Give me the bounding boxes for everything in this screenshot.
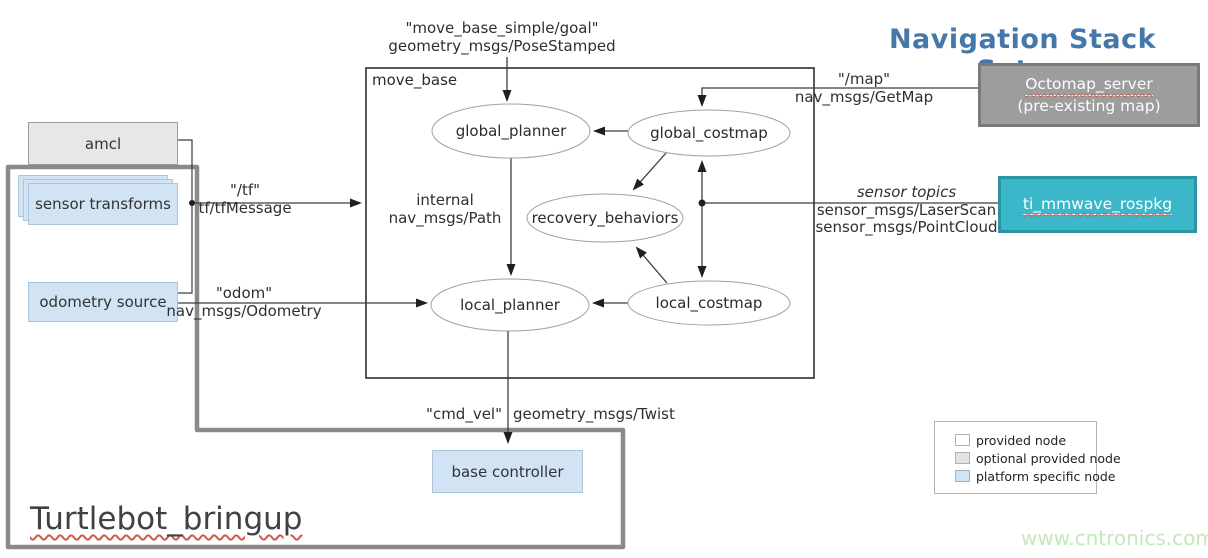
tf-topic-type: tf/tfMessage [198,198,292,217]
cmdvel-topic-type: geometry_msgs/Twist [513,405,675,423]
node-local-planner-ellipse [430,278,590,332]
global-planner-label: global_planner [455,122,567,140]
map-topic-name: "/map" [837,70,891,88]
tf-topic-name: "/tf" [229,181,260,199]
turtlebot-bringup-group-border [5,164,626,550]
goal-topic-type: geometry_msgs/PoseStamped [388,36,616,55]
sensor-transforms-node: sensor transforms [28,183,178,225]
odometry-source-node: odometry source [28,282,178,322]
octomap-server-node: Octomap_server (pre-existing map) [978,63,1200,127]
node-global-planner-ellipse [431,103,591,159]
legend-swatch-provided [955,434,970,446]
edge-map-to-global-costmap [697,87,978,107]
recovery-behaviors-label: recovery_behaviors [531,209,679,227]
legend-label-optional: optional provided node [976,450,1121,466]
legend-swatch-optional [955,452,970,464]
sensor-topics-label: sensor topics sensor_msgs/LaserScan sens… [815,183,998,237]
sensor-topic-type-laserscan: sensor_msgs/LaserScan [816,200,997,219]
internal-label-line2: nav_msgs/Path [388,208,502,227]
legend: provided node optional provided node pla… [934,421,1121,494]
goal-topic-label: "move_base_simple/goal" geometry_msgs/Po… [377,19,627,55]
base-controller-label: base controller [451,462,564,481]
junction-dot-sensor [698,199,706,207]
odometry-source-label: odometry source [39,293,167,311]
legend-row-platform: platform specific node [955,467,1115,485]
odom-topic-name: "odom" [215,284,273,302]
local-planner-label: local_planner [460,296,560,314]
connector-amcl-odometry-tf [177,139,193,294]
goal-topic-name: "move_base_simple/goal" [405,19,599,37]
legend-row-optional: optional provided node [955,449,1121,467]
sensor-transforms-label: sensor transforms [35,195,171,213]
legend-row-provided: provided node [955,431,1096,449]
ti-mmwave-rospkg-node: ti_mmwave_rospkg [998,176,1197,233]
sensor-topics-title: sensor topics [856,183,957,201]
legend-label-provided: provided node [976,432,1067,448]
turtlebot-bringup-label: Turtlebot_bringup [30,501,303,537]
edge-global-costmap-to-recovery [632,152,667,191]
octomap-server-subtitle: (pre-existing map) [1017,97,1161,115]
junction-dot-tf [189,200,195,206]
odom-topic-type: nav_msgs/Odometry [166,301,322,320]
edge-local-costmap-to-recovery [635,246,668,284]
amcl-node: amcl [28,122,178,165]
map-topic-label: "/map" nav_msgs/GetMap [794,70,934,106]
amcl-label: amcl [84,134,122,153]
legend-label-platform: platform specific node [976,468,1116,484]
internal-path-label: internal nav_msgs/Path [375,191,515,227]
sensor-topic-type-pointcloud: sensor_msgs/PointCloud [815,218,998,236]
node-global-costmap-ellipse [627,109,791,157]
octomap-server-label: Octomap_server [1025,74,1153,96]
node-recovery-behaviors-ellipse [526,193,684,243]
tf-topic-label: "/tf" tf/tfMessage [175,181,315,217]
move-base-label: move_base [372,71,458,89]
global-costmap-label: global_costmap [650,124,768,142]
odom-topic-label: "odom" nav_msgs/Odometry [163,284,325,320]
ti-mmwave-rospkg-label: ti_mmwave_rospkg [1022,194,1173,215]
cmdvel-topic-name: "cmd_vel" [426,405,502,423]
legend-swatch-platform [955,470,970,482]
map-topic-type: nav_msgs/GetMap [794,87,934,106]
internal-label-line1: internal [416,191,474,209]
local-costmap-label: local_costmap [655,294,763,312]
base-controller-node: base controller [432,450,583,493]
watermark: www.cntronics.com [1021,526,1208,550]
node-local-costmap-ellipse [627,280,791,326]
